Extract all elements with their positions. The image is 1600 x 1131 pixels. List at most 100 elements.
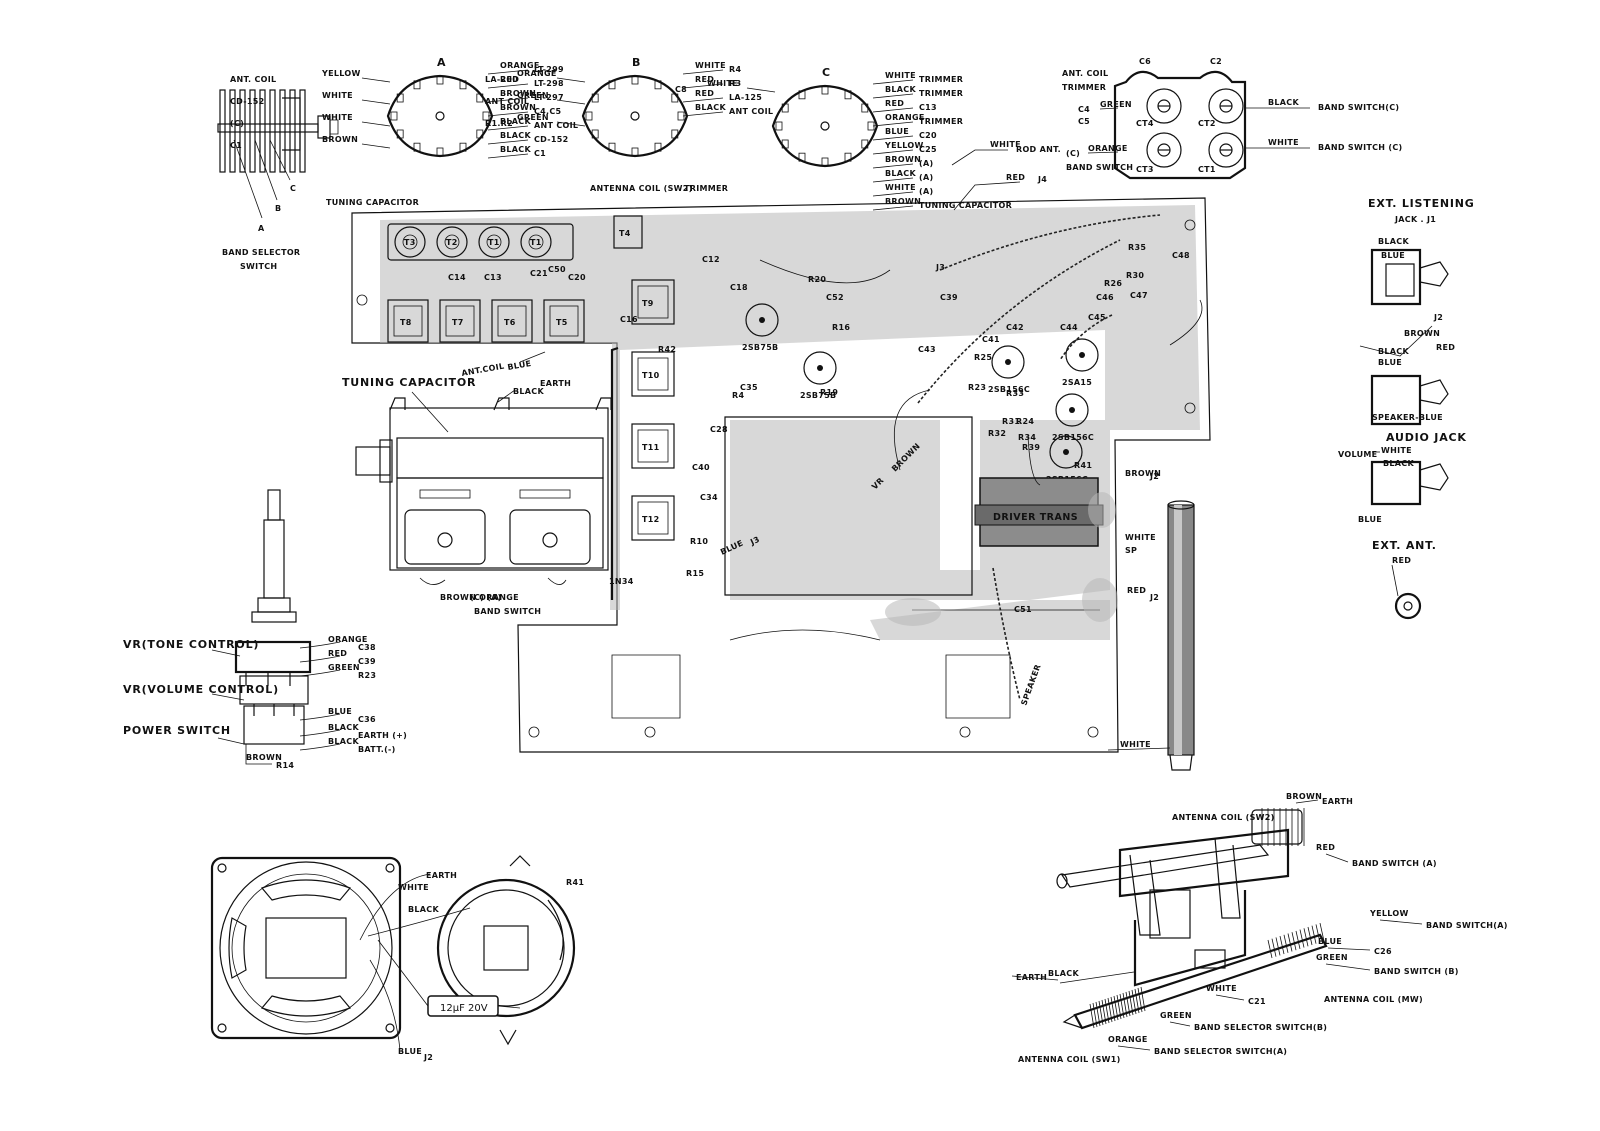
transformer-label: T11 [642,443,660,452]
wafer-wire-color: YELLOW [884,141,924,150]
wafer-wire-color: BROWN [885,197,921,206]
antenna-wire-color: GREEN [1160,1011,1192,1020]
transformer [631,423,675,469]
wafer-wire-color: BROWN [500,89,536,98]
vr-wire-dest: C39 [358,657,376,666]
pcb-part-label: C47 [1130,291,1148,300]
wafer-wire [556,99,586,105]
wafer-wire [872,205,914,211]
pcb-part-label: R24 [1016,417,1034,426]
ant-coil-sw2-tag: ANTENNA COIL (SW2) [590,184,693,193]
if-transformer [543,299,585,343]
if-transformer [439,299,481,343]
pcb-part-label: C44 [1060,323,1078,332]
power-wire-dest: R14 [276,761,294,770]
wafer-wire-dest: C25 [919,145,937,154]
audio-black: BLACK [1383,459,1414,468]
if-transformer [491,299,533,343]
pcb-part-label: R30 [1126,271,1144,280]
wafer-lug [476,93,484,103]
wafer-lug [798,90,806,100]
wafer-wire-dest: ANT COIL [534,121,578,130]
pcb-part-label: C35 [740,383,758,392]
pcb-part-label: R32 [988,429,1006,438]
wafer-wire [872,135,914,141]
wafer-wire [682,97,724,103]
pcb-part-label: R26 [1104,279,1122,288]
wafer-wire [361,121,391,127]
trimmer-cap-c2: C2 [1210,57,1222,66]
ant-mw-label: ANTENNA COIL (MW) [1324,995,1423,1004]
vr-wire-color: RED [328,649,347,658]
wafer-wire-dest: LA-200 [485,75,518,84]
wafer-wire-color: RED [695,89,714,98]
wafer-wire [682,69,724,75]
if-can-core [402,234,418,250]
antenna-wire [1327,947,1371,951]
tuning-earth-label: EARTH [540,379,571,388]
wafer-lug [608,80,616,90]
vr-wire-dest: C38 [358,643,376,652]
switch-plate [239,89,246,173]
wafer-letter: A [437,56,446,69]
ant-coil-blue-tag: ANT.COIL [461,362,505,378]
transistor-type: 2SA15 [1062,378,1092,387]
tuning-cap-small-label: TUNING CAPACITOR [326,198,419,207]
wafer-wire-dest: R4 [729,65,741,74]
tuning-capacitor-label: TUNING CAPACITOR [342,376,476,389]
wafer-lug [671,129,679,139]
sp-blue: BLUE [398,1047,422,1056]
pcb-part-label: R33 [1006,389,1024,398]
band-selector-label-1: BAND SELECTOR [222,248,300,257]
wafer-wire [872,163,914,169]
if-can-label: T1 [488,238,500,247]
pcb-part-label: R39 [1022,443,1040,452]
wafer-wire-dest: C1 [534,149,546,158]
pcb-part-label: R42 [658,345,676,354]
antenna-wire-color: YELLOW [1369,909,1409,918]
pcb-part-label: C45 [1088,313,1106,322]
wafer-wire-color: BLACK [885,169,916,178]
power-wire-color: BROWN [246,753,282,762]
trimmer-right-dest: BAND SWITCH (C) [1318,143,1402,152]
wafer-lug [631,147,639,157]
j2-brown-wire: BROWN [1125,469,1161,478]
wafer-hub [630,111,640,121]
wafer-lug [781,139,789,149]
antenna-wire-dest: C26 [1374,947,1392,956]
wafer-wire-color: ORANGE [500,61,540,70]
wafer-lug [821,157,829,167]
transformer-label: T9 [642,299,654,308]
wafer-wire [872,177,914,183]
transistor [1055,393,1089,427]
wafer-lug [591,93,599,103]
wafer-wire [556,121,586,127]
pcb-part-label: C43 [918,345,936,354]
pcb-part-label: C21 [530,269,548,278]
coil-winding [1279,936,1285,955]
vr-wire [299,729,341,737]
wafer-wire [487,83,529,89]
pcb-part-label: R41 [1074,461,1092,470]
sp-tag: SP [1125,546,1137,555]
transformer-label: T12 [642,515,660,524]
antenna-wire-color: GREEN [1316,953,1348,962]
transistor-lead [1079,352,1085,358]
trimmer-left-dest: C5 [1078,117,1090,126]
j4-red: RED [1006,173,1025,182]
antenna-wire [1295,799,1319,804]
speaker-cap-label: 12μF 20V [440,1003,488,1014]
transistor-lead [759,317,765,323]
wafer-lug [396,93,404,103]
switch-letter-c: C [290,184,296,193]
wafer-wire-color: BROWN [322,135,358,144]
wafer-wire-color: BROWN [885,155,921,164]
coil-winding [1303,928,1309,947]
j1-blue: BLUE [1381,251,1405,260]
trimmer-left-dest: BAND SWITCH [1066,163,1133,172]
band-switch-label: BAND SWITCH [474,607,541,616]
wafer-wire-dest: TRIMMER [919,75,963,84]
